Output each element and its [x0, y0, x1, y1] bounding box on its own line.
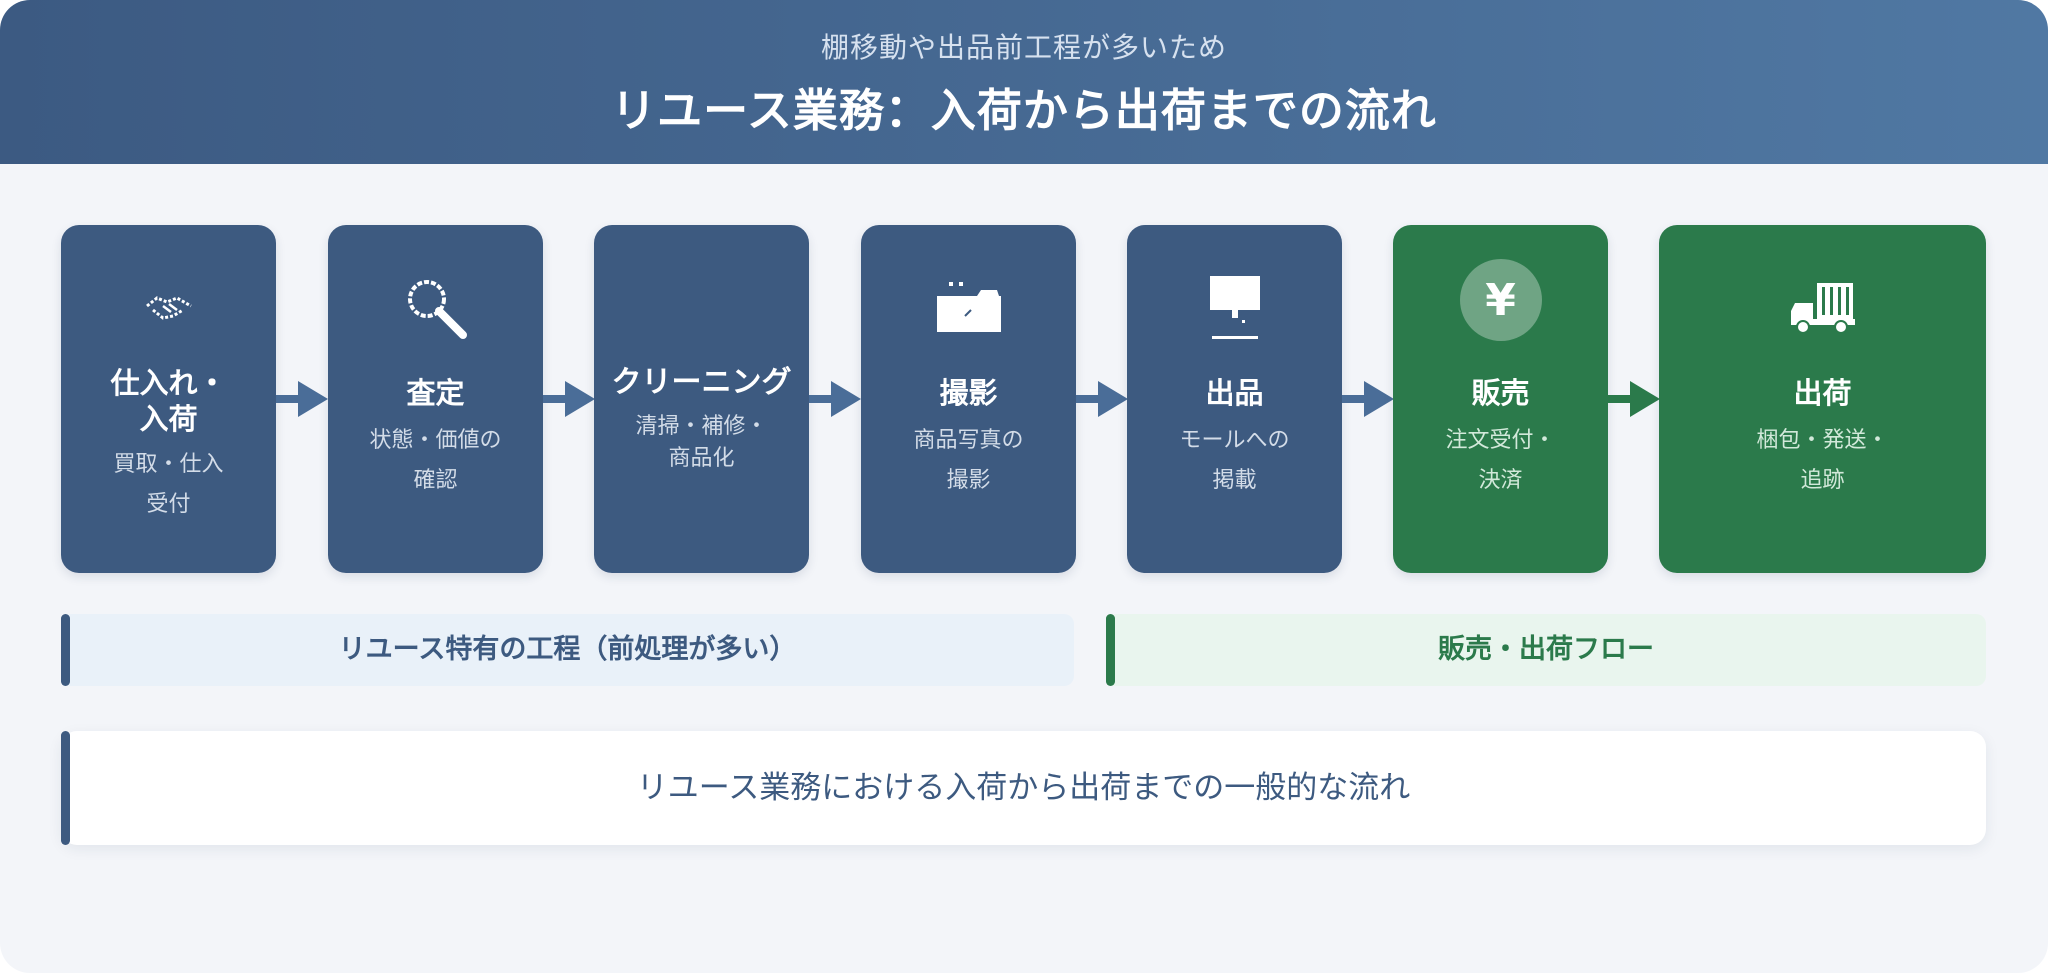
step-desc-line: 清掃・補修・ [635, 414, 768, 439]
step-desc: 商品写真の 撮影 [871, 421, 1066, 501]
magnifier-icon [328, 273, 543, 343]
step-hanbai: ¥ 販売 注文受付・ 決済 [1393, 225, 1608, 573]
band-label: リユース特有の工程（前処理が多い） [338, 634, 797, 665]
step-desc-line: 状態・価値の [369, 428, 502, 453]
step-desc-line: 買取・仕入 [113, 452, 224, 477]
step-desc-line: 商品化 [668, 446, 735, 471]
band-sales-flow: 販売・出荷フロー [1106, 614, 1986, 686]
band-label: 販売・出荷フロー [1438, 634, 1654, 665]
yen-icon: ¥ [1459, 259, 1542, 341]
step-title: 撮影 [867, 375, 1070, 411]
band-reuse-process: リユース特有の工程（前処理が多い） [61, 614, 1074, 686]
band-accent-bar [1106, 614, 1115, 686]
monitor-icon [1127, 273, 1342, 343]
step-title: クリーニング [600, 365, 803, 401]
step-desc-line: 確認 [413, 468, 458, 493]
arrow-right-icon [543, 381, 595, 417]
arrow-right-icon [809, 381, 861, 417]
step-desc-line: モールへの [1179, 428, 1290, 453]
diagram-caption: リユース業務における入荷から出荷までの一般的な流れ [61, 731, 1986, 845]
step-title: 出荷 [1665, 375, 1980, 411]
truck-icon [1659, 273, 1986, 343]
step-desc: 清掃・補修・ 商品化 [604, 411, 799, 475]
step-title-line: クリーニング [611, 365, 792, 400]
camera-icon [861, 273, 1076, 343]
caption-accent-bar [61, 731, 70, 845]
step-satei: 査定 状態・価値の 確認 [328, 225, 543, 573]
step-desc-line: 注文受付・ [1445, 428, 1556, 453]
header-subtitle: 棚移動や出品前工程が多いため [820, 31, 1227, 64]
step-title-line: 出荷 [1793, 376, 1852, 410]
step-desc-line: 撮影 [946, 468, 991, 493]
page-title: リユース業務：入荷から出荷までの流れ [611, 84, 1437, 137]
step-desc-line: 梱包・発送・ [1756, 428, 1889, 453]
header: 棚移動や出品前工程が多いため リユース業務：入荷から出荷までの流れ [0, 0, 2048, 164]
step-desc: 買取・仕入 受付 [71, 445, 266, 525]
step-title-line: 仕入れ・ [110, 366, 227, 400]
step-satsuei: 撮影 商品写真の 撮影 [861, 225, 1076, 573]
step-title: 査定 [334, 375, 537, 411]
step-desc-line: 受付 [146, 492, 191, 517]
step-desc-line: 商品写真の [913, 428, 1024, 453]
step-title: 仕入れ・ 入荷 [67, 365, 270, 437]
step-desc: モールへの 掲載 [1137, 421, 1332, 501]
step-title: 出品 [1133, 375, 1336, 411]
arrow-right-icon [1342, 381, 1394, 417]
arrow-right-icon [1076, 381, 1128, 417]
arrow-right-icon [276, 381, 328, 417]
step-title: 販売 [1399, 375, 1602, 411]
step-desc-line: 追跡 [1800, 468, 1845, 493]
step-cleaning: クリーニング 清掃・補修・ 商品化 [594, 225, 809, 573]
step-shiire: 仕入れ・ 入荷 買取・仕入 受付 [61, 225, 276, 573]
step-desc: 状態・価値の 確認 [338, 421, 533, 501]
step-desc-line: 掲載 [1212, 468, 1257, 493]
step-shuppin: 出品 モールへの 掲載 [1127, 225, 1342, 573]
step-shukka: 出荷 梱包・発送・ 追跡 [1659, 225, 1986, 573]
step-title-line: 入荷 [139, 402, 198, 436]
arrow-right-icon [1608, 381, 1660, 417]
step-title-line: 査定 [406, 376, 465, 410]
step-title-line: 販売 [1471, 376, 1530, 410]
step-desc: 注文受付・ 決済 [1403, 421, 1598, 501]
handshake-icon [61, 273, 276, 343]
band-accent-bar [61, 614, 70, 686]
step-desc-line: 決済 [1478, 468, 1523, 493]
caption-text: リユース業務における入荷から出荷までの一般的な流れ [636, 770, 1411, 806]
step-title-line: 撮影 [939, 376, 998, 410]
step-desc: 梱包・発送・ 追跡 [1669, 421, 1976, 501]
yen-icon-wrap: ¥ [1393, 259, 1608, 341]
step-title-line: 出品 [1205, 376, 1264, 410]
